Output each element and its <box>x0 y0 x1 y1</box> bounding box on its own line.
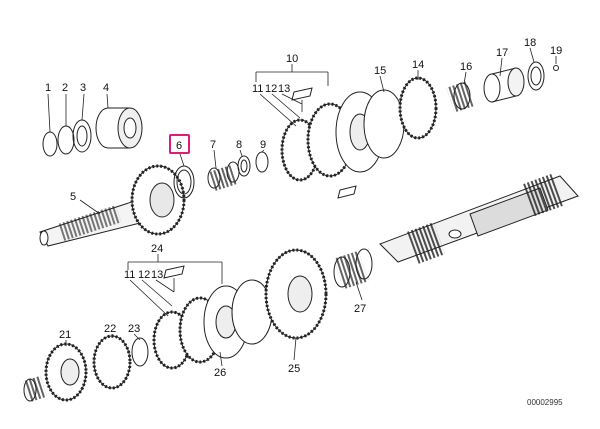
callout-13: 13 <box>278 83 290 95</box>
callout-3: 3 <box>80 82 86 94</box>
callout-23: 23 <box>128 323 140 335</box>
callout-27: 27 <box>354 303 366 315</box>
callout-17: 17 <box>496 47 508 59</box>
callout-1: 1 <box>45 82 51 94</box>
callout-2: 2 <box>62 82 68 94</box>
callout-13-lower: 13 <box>151 269 163 281</box>
callout-labels: 1 2 3 4 5 6 7 8 9 10 11 12 13 14 15 16 1… <box>45 37 562 379</box>
callout-5: 5 <box>70 191 76 203</box>
callout-12: 12 <box>265 83 277 95</box>
callout-19: 19 <box>550 45 562 57</box>
highlight-box <box>169 134 190 154</box>
synchro-assembly-top <box>280 61 559 199</box>
callout-25: 25 <box>288 363 300 375</box>
callout-4: 4 <box>103 82 109 94</box>
input-shaft <box>39 164 186 247</box>
lower-assembly <box>23 248 373 403</box>
callout-18: 18 <box>524 37 536 49</box>
callout-21: 21 <box>59 329 71 341</box>
callout-14: 14 <box>412 59 424 71</box>
reference-code: 00002995 <box>527 398 563 407</box>
callout-22: 22 <box>104 323 116 335</box>
callout-12-lower: 12 <box>138 269 150 281</box>
parts-6-9 <box>173 151 269 199</box>
callout-11: 11 <box>252 83 263 95</box>
output-shaft <box>379 173 579 264</box>
callout-16: 16 <box>460 61 472 73</box>
parts-1-4 <box>42 107 143 157</box>
callout-26: 26 <box>214 367 226 379</box>
callout-9: 9 <box>260 139 266 151</box>
leader-lines <box>47 47 557 367</box>
callout-15: 15 <box>374 65 386 77</box>
callout-11-lower: 11 <box>124 269 135 281</box>
callout-7: 7 <box>210 139 216 151</box>
callout-10: 10 <box>286 53 298 65</box>
callout-24: 24 <box>151 243 163 255</box>
callout-6[interactable]: 6 <box>176 140 182 152</box>
callout-8: 8 <box>236 139 242 151</box>
